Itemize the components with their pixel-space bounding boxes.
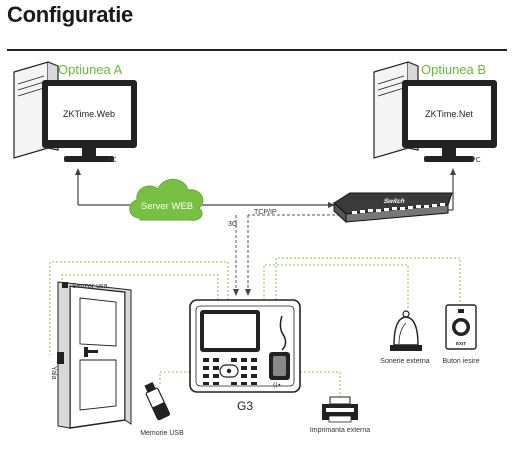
cloud-icon: Server WEB (129, 178, 204, 221)
monitor-a-screen (48, 86, 131, 140)
device-label: G3 (237, 399, 253, 413)
door-handle (86, 350, 98, 353)
pc-b: ZKTime.Net PC (373, 61, 497, 164)
network-switch: Switch (333, 192, 453, 224)
cloud-label: Server WEB (141, 201, 193, 212)
switch-brand: Switch (382, 198, 405, 205)
door-sensor-label: Senzor usa (72, 283, 108, 290)
usb-icon (144, 381, 171, 421)
usb-label: Memorie USB (140, 430, 184, 437)
pc-a-label: PC (107, 157, 117, 164)
label-3g: 3G (228, 221, 237, 228)
g3-device: ((• (189, 299, 301, 393)
door-sensor (62, 282, 68, 288)
door-lock (57, 352, 64, 364)
label-tcpip: TCP/IP (254, 209, 277, 216)
bell-label: Sonerie externa (380, 358, 430, 365)
software-a-label: ZKTime.Web (63, 109, 115, 119)
option-a-label: Optiunea A (58, 62, 123, 77)
exit-button-face: EXIT (456, 341, 466, 346)
printer-label: Imprimanta externa (310, 427, 370, 434)
g3-keypad (203, 358, 257, 385)
pc-a: ZKTime.Web PC (13, 61, 137, 164)
title-divider (7, 49, 507, 51)
exit-button-icon: EXIT (445, 304, 477, 350)
bell-icon (390, 310, 422, 351)
pc-b-label: PC (471, 157, 481, 164)
software-b-label: ZKTime.Net (425, 109, 473, 119)
g3-logo-curve (279, 315, 287, 351)
exit-button-label: Buton iesire (443, 358, 480, 365)
monitor-b-screen (408, 86, 491, 140)
connection-lines (49, 168, 461, 398)
lock-label: Yala (50, 366, 57, 380)
page-title: Configuratie (7, 2, 133, 27)
door-icon (57, 281, 132, 429)
printer-icon (322, 396, 358, 423)
option-b-label: Optiunea B (421, 62, 486, 77)
rfid-symbol: ((• (273, 382, 281, 389)
